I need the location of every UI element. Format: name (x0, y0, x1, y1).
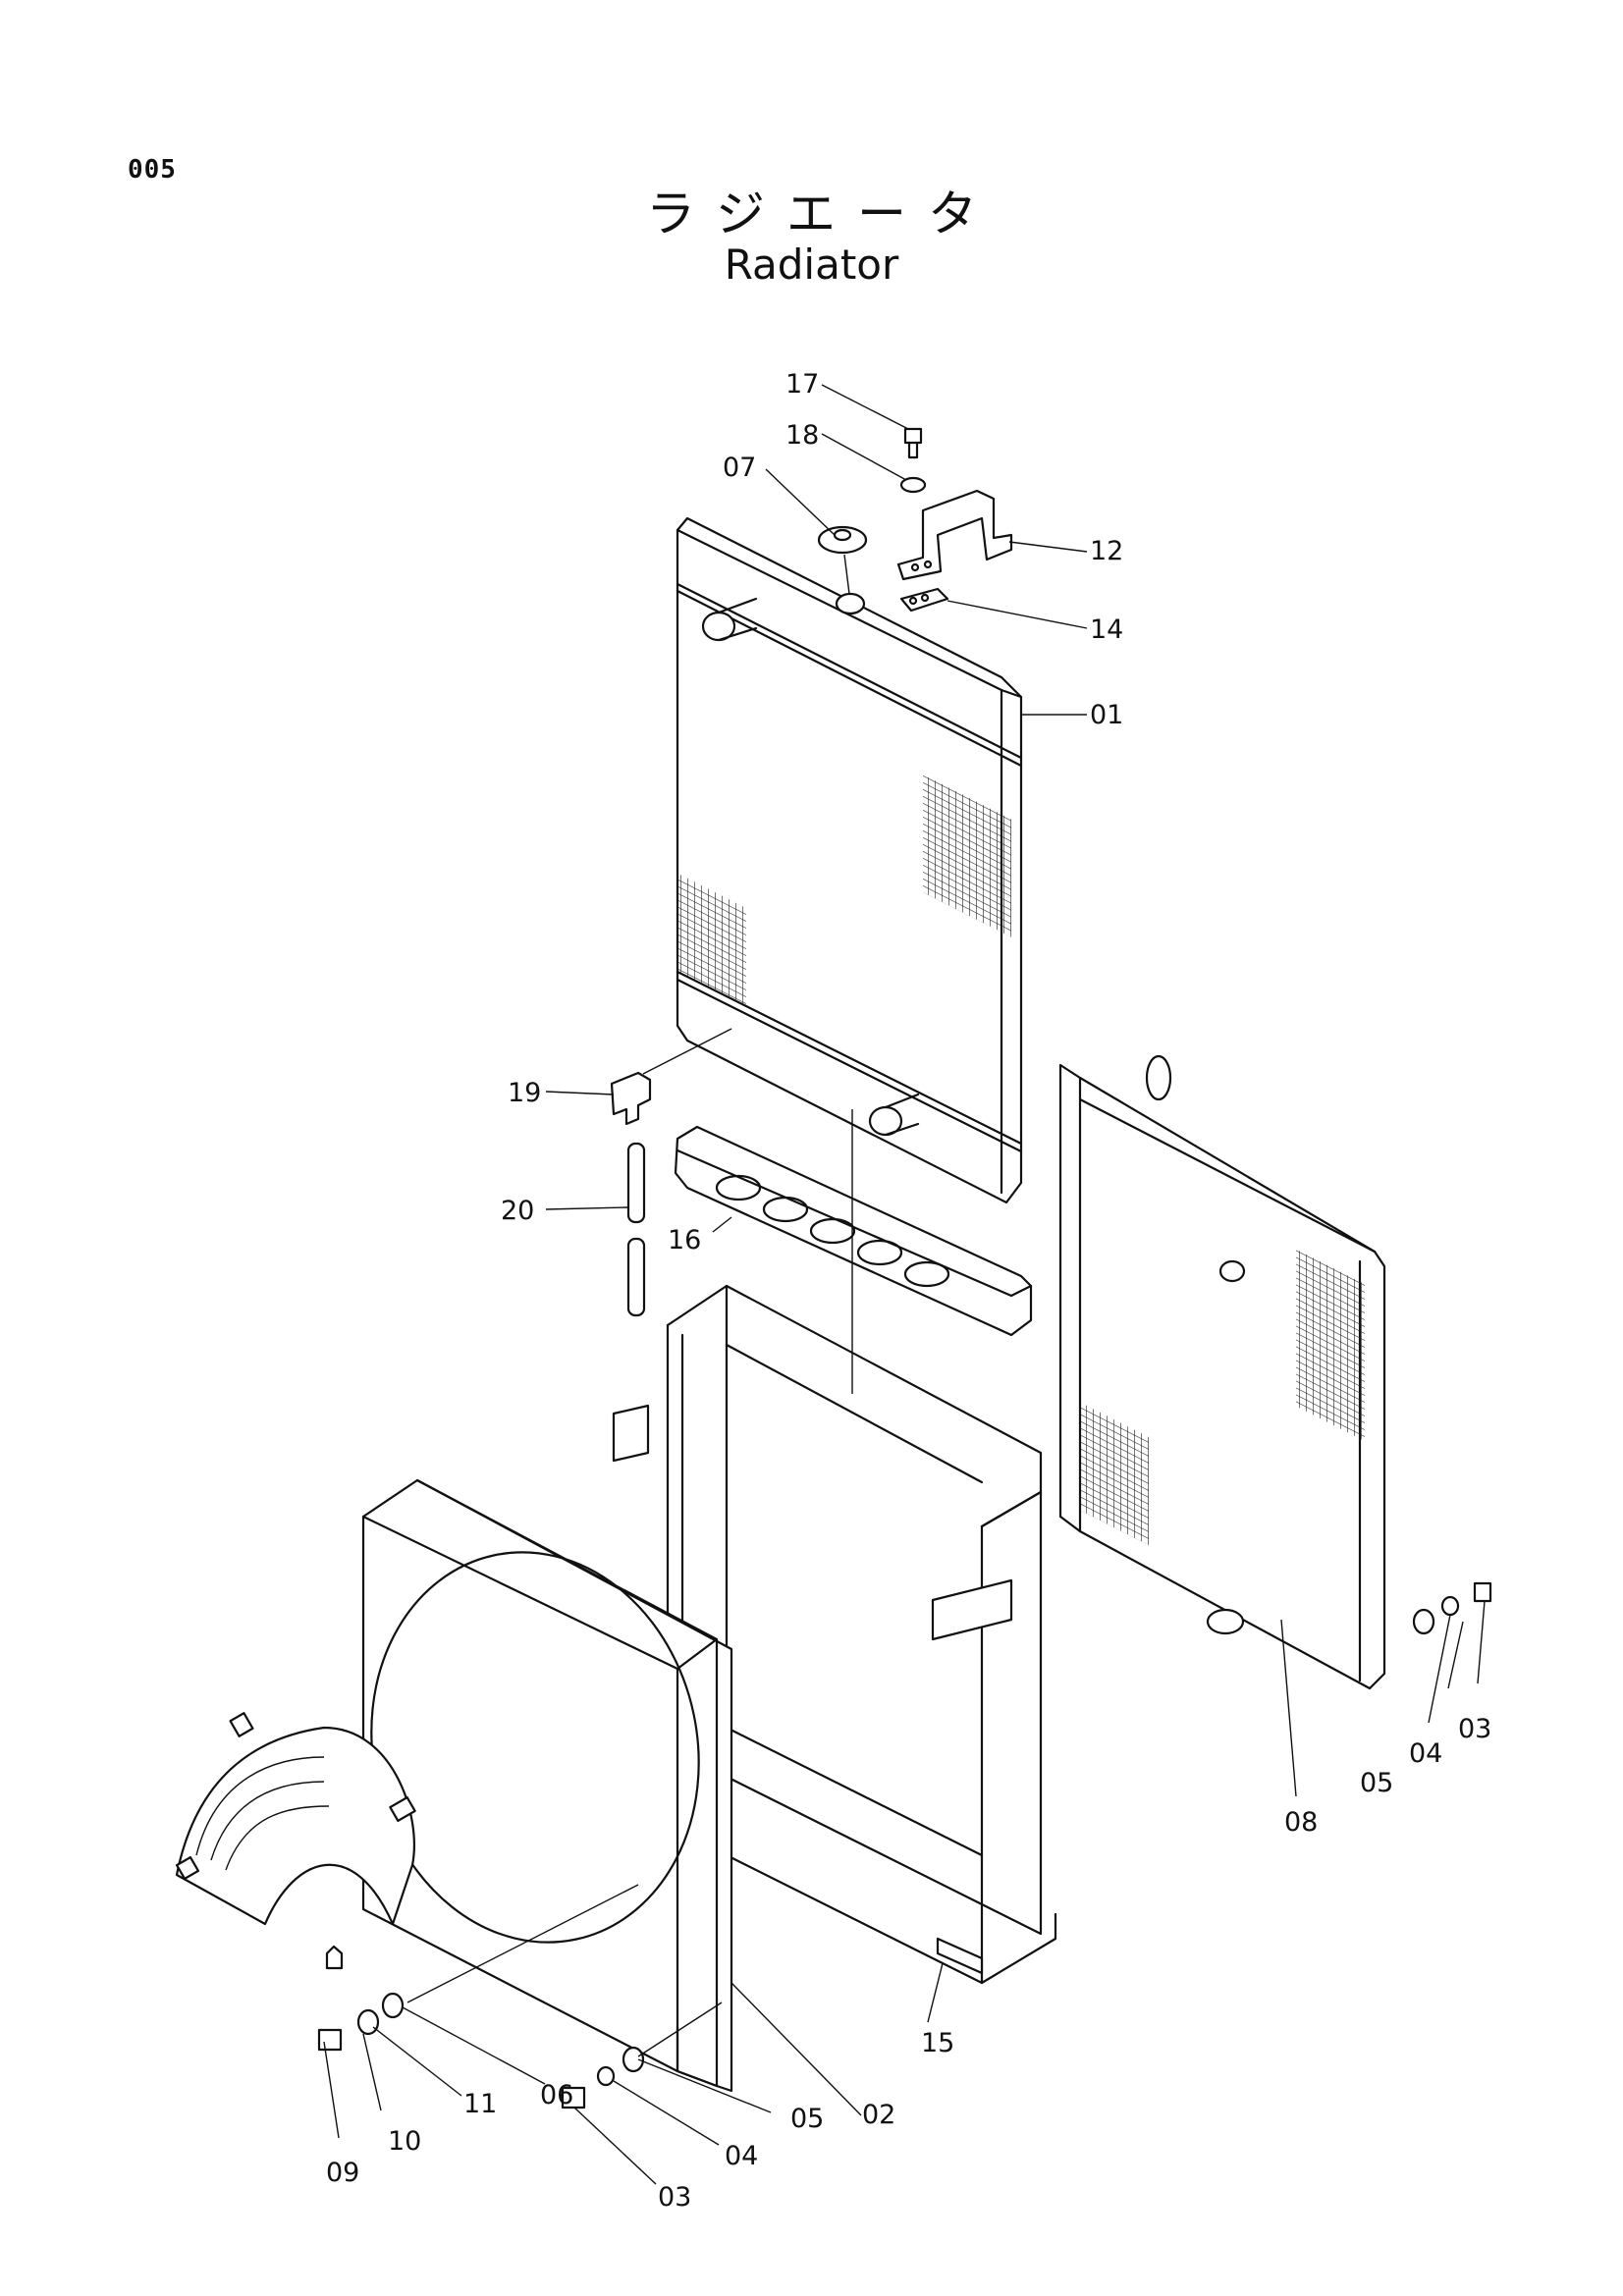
callout-04-bottom: 04 (725, 2141, 758, 2171)
callout-02: 02 (862, 2100, 895, 2130)
callout-04-right: 04 (1409, 1738, 1442, 1769)
title-japanese: ラジエータ (646, 186, 999, 242)
page-number: 005 (128, 155, 177, 185)
callout-03-right: 03 (1458, 1714, 1491, 1744)
callout-09: 09 (326, 2158, 359, 2188)
oil-cooler-part (1058, 1054, 1386, 1690)
bottom-fasteners (317, 1945, 645, 2109)
radiator-cap-part (817, 525, 868, 595)
guard-part (674, 1109, 1033, 1374)
callout-07: 07 (723, 453, 756, 483)
drain-cock-part (610, 1028, 732, 1317)
callout-16: 16 (668, 1225, 701, 1255)
callout-08: 08 (1284, 1807, 1318, 1838)
title-english: Radiator (724, 240, 899, 289)
callout-01: 01 (1090, 700, 1123, 730)
fan-shroud-part (361, 1478, 733, 2093)
callout-10: 10 (388, 2126, 421, 2157)
callout-labels: 17 18 07 12 14 01 19 20 16 03 04 05 08 1… (326, 369, 1491, 2213)
callout-17: 17 (785, 369, 819, 400)
callout-06: 06 (540, 2080, 573, 2110)
callout-18: 18 (785, 420, 819, 451)
leader-lines (323, 384, 1486, 2185)
right-fasteners (1412, 1581, 1492, 1635)
callout-05-bottom: 05 (790, 2104, 824, 2134)
bracket-assembly-part (896, 427, 1013, 613)
callout-14: 14 (1090, 614, 1123, 645)
callout-03-bottom: 03 (658, 2182, 691, 2213)
radiator-core-part (676, 516, 1023, 1204)
callout-15: 15 (921, 2028, 954, 2058)
callout-12: 12 (1090, 536, 1123, 566)
fan-guard-part (175, 1712, 416, 1926)
callout-20: 20 (501, 1196, 534, 1226)
callout-11: 11 (463, 2089, 497, 2119)
callout-05-right: 05 (1360, 1768, 1393, 1798)
callout-19: 19 (508, 1078, 541, 1108)
